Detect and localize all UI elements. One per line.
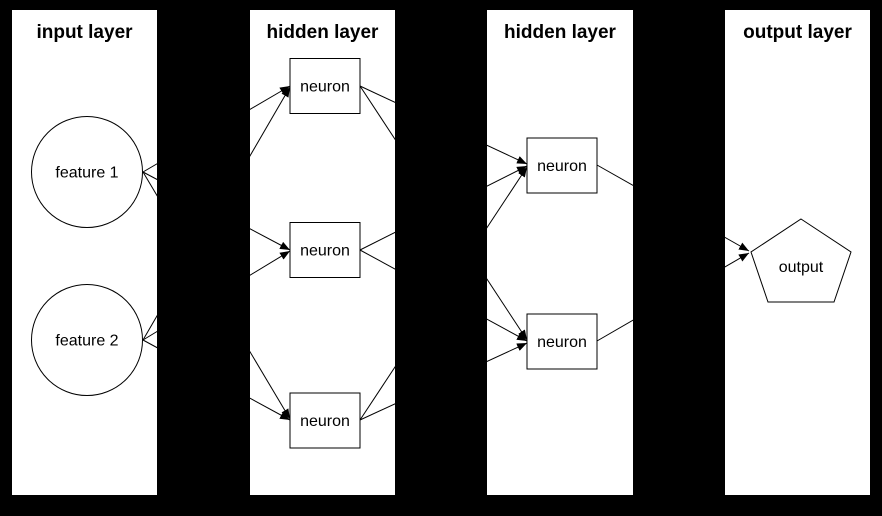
edge-h2n1-output — [596, 164, 750, 252]
edge-h2n2-output — [596, 252, 750, 342]
edge-group — [142, 85, 750, 421]
h1-neuron-2-node — [289, 222, 361, 278]
hidden-layer-2-title: hidden layer — [504, 22, 617, 43]
edge-h1n3-h2n1 — [359, 166, 528, 421]
output-layer-title: output layer — [743, 22, 852, 43]
edge-feature2-h1n2 — [142, 250, 291, 341]
h1-neuron-3-node — [289, 392, 361, 449]
feature-1-label: feature 1 — [55, 165, 118, 182]
feature-1-node — [31, 116, 143, 228]
edge-h1n2-h2n1 — [359, 165, 528, 251]
h2-neuron-2-label: neuron — [537, 334, 587, 351]
edge-feature1-h1n2 — [142, 171, 291, 251]
h2-neuron-1-label: neuron — [537, 158, 587, 175]
h1-neuron-1-label: neuron — [300, 79, 350, 96]
edge-feature1-h1n1 — [142, 85, 291, 173]
feature-2-node — [31, 284, 143, 396]
output-node — [750, 218, 852, 303]
h1-neuron-3-label: neuron — [300, 413, 350, 430]
edge-h1n1-h2n2 — [359, 85, 528, 341]
output-node-label: output — [779, 259, 824, 276]
input-layer-panel — [12, 10, 157, 495]
h2-neuron-2-node — [526, 313, 598, 370]
hidden-layer-1-title: hidden layer — [267, 22, 380, 43]
edge-h1n3-h2n2 — [359, 342, 528, 421]
h2-neuron-1-node — [526, 137, 598, 194]
hidden-layer-2-panel — [487, 10, 633, 495]
h1-neuron-1-node — [289, 58, 361, 114]
h1-neuron-2-label: neuron — [300, 243, 350, 260]
edge-feature2-h1n3 — [142, 339, 291, 421]
edge-h1n2-h2n2 — [359, 249, 528, 342]
edge-h1n1-h2n1 — [359, 85, 528, 165]
input-layer-title: input layer — [36, 22, 133, 43]
edge-feature2-h1n1 — [142, 86, 291, 341]
feature-2-label: feature 2 — [55, 333, 118, 350]
